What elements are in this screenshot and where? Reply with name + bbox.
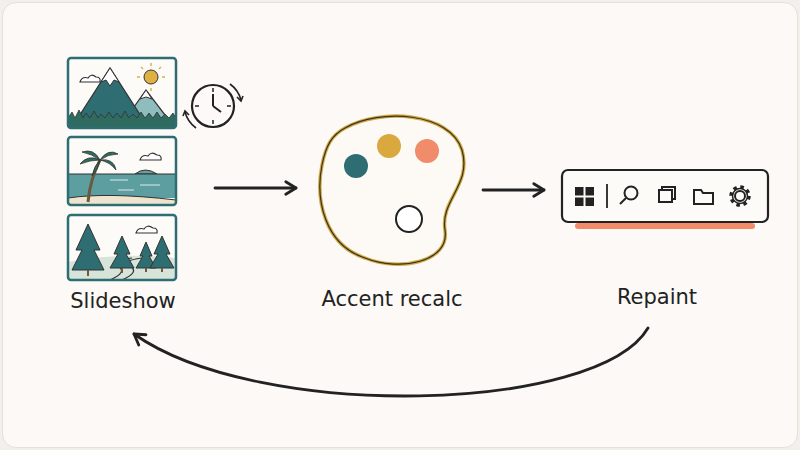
beach-photo	[68, 137, 176, 205]
arrow-head	[534, 184, 544, 197]
arrow-head	[134, 334, 146, 345]
flow-line	[483, 189, 544, 192]
flow-line	[215, 187, 296, 190]
arrow-head	[286, 182, 296, 195]
illustrated-step: Accent recalc	[300, 110, 480, 320]
flow-arrow	[215, 182, 296, 195]
step-label: Slideshow	[62, 288, 184, 314]
clock-symbol	[183, 84, 243, 128]
illustrated-step: Slideshow	[62, 55, 212, 320]
forest-photo	[68, 215, 176, 280]
flow-arrow	[483, 184, 544, 197]
illustrated-step: Repaint	[548, 160, 778, 320]
flow-line	[134, 328, 648, 396]
step-label: Accent recalc	[300, 286, 484, 312]
flow-arrow	[134, 328, 648, 396]
mountain-photo	[68, 58, 176, 128]
taskbar-symbol	[562, 170, 768, 229]
step-label: Repaint	[548, 284, 766, 310]
palette-symbol	[320, 116, 464, 264]
